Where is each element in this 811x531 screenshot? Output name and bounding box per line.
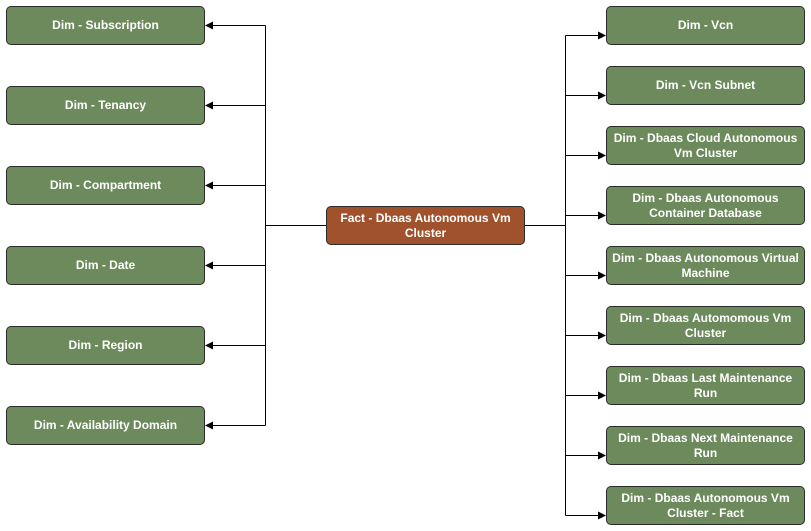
- dim-node-label: Dim - Vcn Subnet: [655, 78, 756, 92]
- dim-node-label: Dim - Compartment: [49, 178, 162, 192]
- dim-node-label: Dim - Dbaas Autonomous Container Databas…: [632, 190, 779, 220]
- dim-node-region[interactable]: Dim - Region: [6, 326, 205, 365]
- dim-node-vcn[interactable]: Dim - Vcn: [606, 6, 805, 45]
- dim-node-label: Dim - Dbaas Autonomous Virtual Machine: [612, 250, 799, 280]
- dim-node-autonomous-virtual-machine[interactable]: Dim - Dbaas Autonomous Virtual Machine: [606, 246, 805, 285]
- dim-node-compartment[interactable]: Dim - Compartment: [6, 166, 205, 205]
- dim-node-vcn-subnet[interactable]: Dim - Vcn Subnet: [606, 66, 805, 105]
- dim-node-label: Dim - Vcn: [677, 18, 734, 32]
- dim-node-label: Dim - Dbaas Automomous Vm Cluster: [619, 310, 792, 340]
- dim-node-label: Dim - Dbaas Last Maintenance Run: [618, 370, 793, 400]
- dim-node-label: Dim - Dbaas Next Maintenance Run: [618, 430, 793, 460]
- fact-table-node[interactable]: Fact - Dbaas Autonomous Vm Cluster: [326, 206, 525, 245]
- dim-node-label: Dim - Date: [75, 258, 136, 272]
- dim-node-label: Dim - Region: [68, 338, 143, 352]
- dim-node-label: Dim - Availability Domain: [33, 418, 178, 432]
- dim-node-cloud-autonomous-vm-cluster[interactable]: Dim - Dbaas Cloud Autonomous Vm Cluster: [606, 126, 805, 165]
- dim-node-label: Dim - Dbaas Cloud Autonomous Vm Cluster: [613, 130, 798, 160]
- dim-node-automomous-vm-cluster[interactable]: Dim - Dbaas Automomous Vm Cluster: [606, 306, 805, 345]
- dim-node-label: Dim - Tenancy: [64, 98, 147, 112]
- fact-table-label: Fact - Dbaas Autonomous Vm Cluster: [340, 210, 511, 240]
- dim-node-autonomous-container-database[interactable]: Dim - Dbaas Autonomous Container Databas…: [606, 186, 805, 225]
- dim-node-last-maintenance-run[interactable]: Dim - Dbaas Last Maintenance Run: [606, 366, 805, 405]
- dim-node-subscription[interactable]: Dim - Subscription: [6, 6, 205, 45]
- dim-node-autonomous-vm-cluster-fact[interactable]: Dim - Dbaas Autonomous Vm Cluster - Fact: [606, 486, 805, 525]
- dim-node-label: Dim - Dbaas Autonomous Vm Cluster - Fact: [621, 490, 790, 520]
- dim-node-label: Dim - Subscription: [52, 18, 159, 32]
- dim-node-availability-domain[interactable]: Dim - Availability Domain: [6, 406, 205, 445]
- dim-node-tenancy[interactable]: Dim - Tenancy: [6, 86, 205, 125]
- dim-node-next-maintenance-run[interactable]: Dim - Dbaas Next Maintenance Run: [606, 426, 805, 465]
- dim-node-date[interactable]: Dim - Date: [6, 246, 205, 285]
